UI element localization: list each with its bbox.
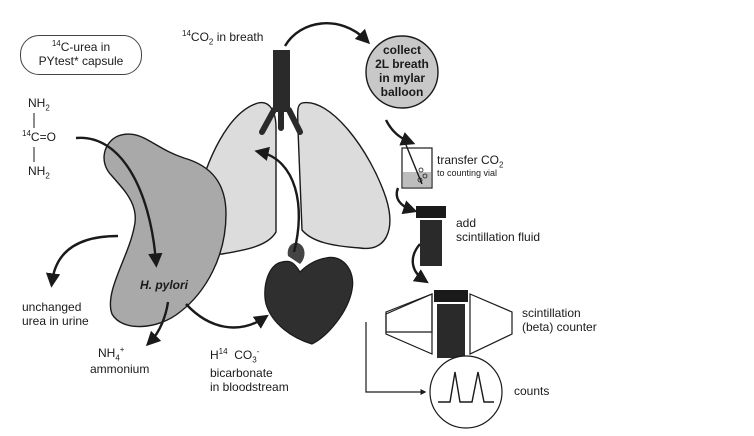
- urine-label: unchanged urea in urine: [22, 300, 89, 328]
- counts-display: [429, 355, 503, 429]
- arrow-urea-into-stomach: [75, 136, 163, 268]
- arrow-to-bloodstream: [185, 303, 269, 329]
- bicarbonate-name: bicarbonate in bloodstream: [210, 366, 289, 394]
- fluid-vial: [420, 220, 442, 266]
- trachea: [273, 50, 290, 112]
- mylar-balloon: [365, 35, 439, 109]
- counter-vial-cap: [434, 290, 468, 302]
- counts-label: counts: [514, 384, 550, 398]
- arrow-heart-to-lungs: [254, 146, 301, 253]
- vial-tube: [403, 139, 423, 185]
- arrow-breath-to-balloon: [283, 22, 371, 47]
- bicarbonate-formula: H14 CO3-: [210, 347, 260, 365]
- counts-peaks: [438, 371, 494, 403]
- vial-bubble: [418, 167, 424, 173]
- heart: [264, 256, 354, 345]
- vial-bubble: [417, 177, 423, 183]
- transfer-sublabel: to counting vial: [437, 168, 498, 178]
- stomach: [103, 133, 227, 328]
- arrow-vial-to-fluid: [395, 187, 418, 215]
- urea-carbonyl: 14C=O: [22, 129, 56, 145]
- capsule-label: 14C-urea in PYtest* capsule: [38, 39, 124, 69]
- arrow-to-ammonium: [145, 301, 170, 347]
- arrow-balloon-to-vial: [384, 119, 416, 146]
- counter-left-funnel: [385, 293, 433, 355]
- arrow-urea-to-urine: [45, 234, 119, 288]
- ammonium-name: ammonium: [90, 362, 150, 376]
- fluid-vial-cap: [416, 206, 446, 218]
- counter-label: scintillation (beta) counter: [522, 306, 597, 334]
- right-lung: [296, 101, 391, 250]
- counter-left-cone: [385, 293, 433, 333]
- arrow-fluid-to-counter: [411, 243, 429, 284]
- h-pylori-label: H. pylori: [140, 278, 189, 292]
- balloon-text: collect 2L breath in mylar balloon: [375, 43, 429, 99]
- vial-liquid: [403, 172, 431, 187]
- fluid-label: add scintillation fluid: [456, 216, 541, 244]
- urea-bottom-nh2: NH2: [28, 164, 50, 181]
- heart-vessel: [287, 242, 305, 264]
- vial-bubble: [422, 173, 428, 179]
- capsule-outline: [20, 35, 142, 75]
- arrow-counter-to-counts: [365, 322, 427, 395]
- counter-right-funnel: [469, 293, 513, 355]
- breath-label: 14CO2 in breath: [182, 29, 264, 47]
- ammonium-formula: NH4+: [98, 345, 125, 363]
- transfer-label: transfer CO2: [437, 153, 504, 170]
- bronchi: [259, 107, 303, 135]
- urea-top-nh2: NH2: [28, 96, 50, 113]
- counter-vial: [437, 304, 465, 358]
